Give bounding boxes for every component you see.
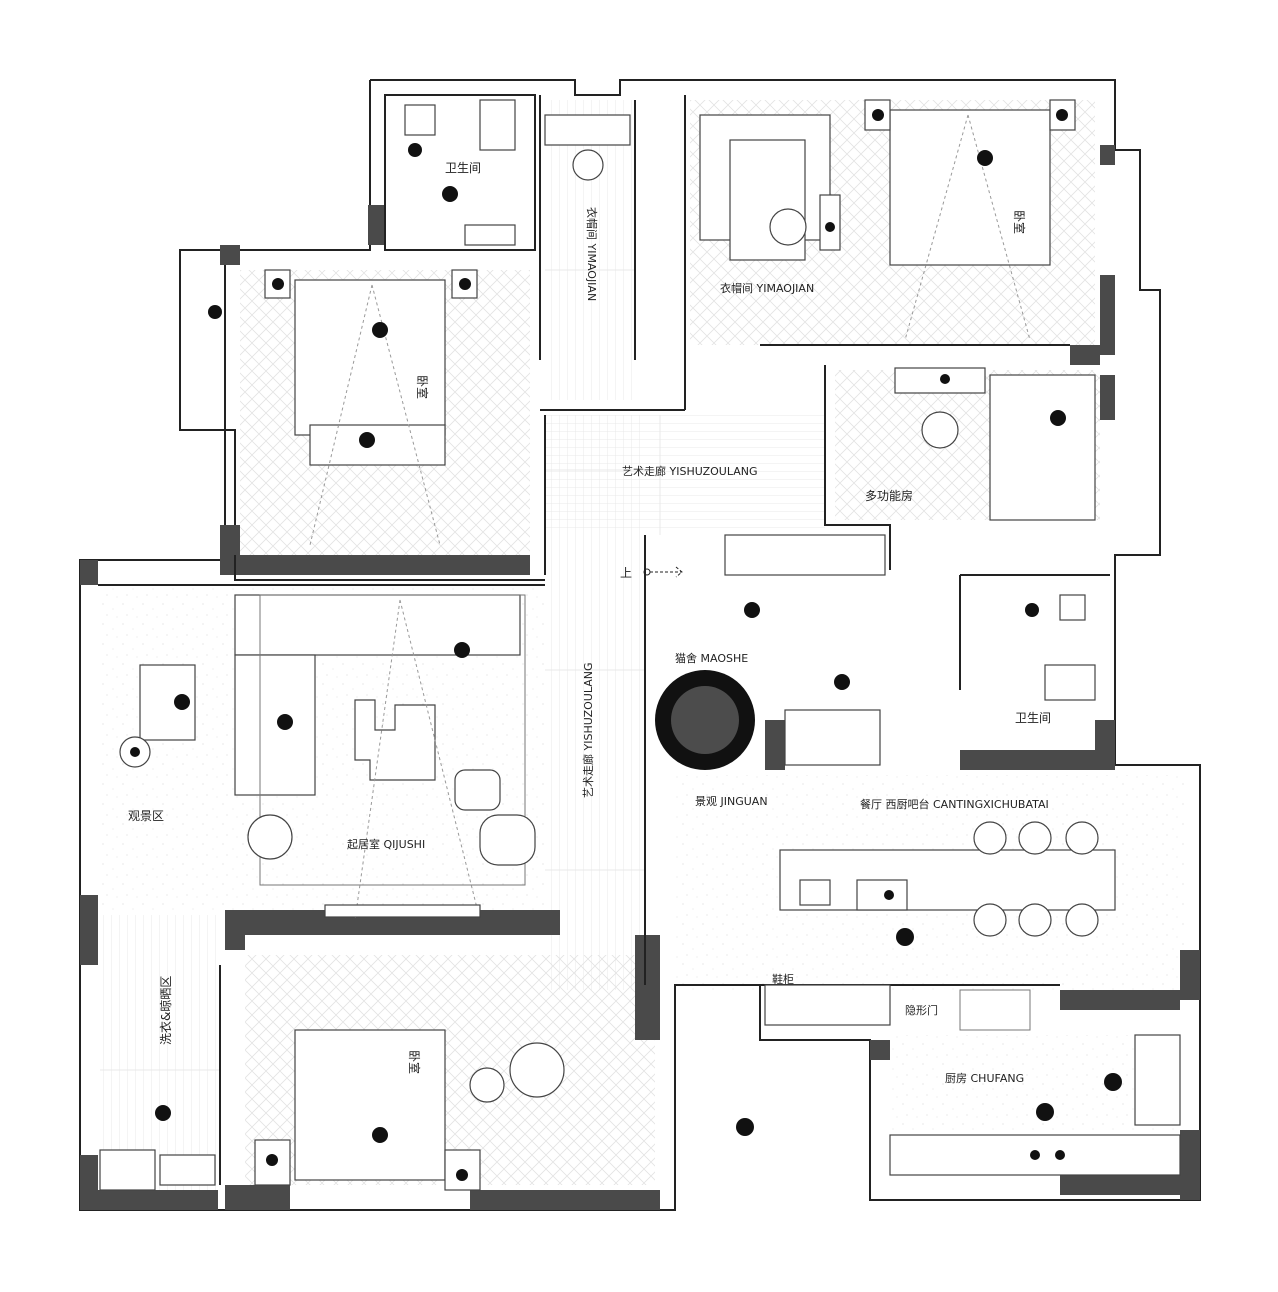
- label-closet-right: 衣帽间 YIMAOJIAN: [720, 281, 814, 295]
- up-arrow: [643, 566, 683, 578]
- sofa: [234, 594, 521, 656]
- label-bathroom-right: 卫生间: [1015, 711, 1051, 725]
- label-bedroom-bottom: 卧室: [407, 1050, 422, 1074]
- label-art-corridor-v: 艺术走廊 YISHUZOULANG: [581, 663, 595, 798]
- label-shoe-cabinet: 鞋柜: [772, 972, 794, 986]
- label-hidden-door: 隐形门: [905, 1003, 938, 1017]
- label-closet-vertical: 衣帽间 YIMAOJIAN: [585, 207, 599, 301]
- label-cat-house: 猫舍 MAOSHE: [675, 651, 748, 665]
- bed-multi: [989, 374, 1096, 521]
- label-laundry: 洗衣&晾晒区: [158, 976, 173, 1045]
- bed-left: [294, 279, 446, 436]
- label-dining: 餐厅 西厨吧台 CANTINGXICHUBATAI: [860, 797, 1049, 811]
- label-bedroom-left: 卧室: [415, 375, 430, 399]
- furniture: [99, 99, 1181, 1191]
- labels: 卫生间 衣帽间 YIMAOJIAN 衣帽间 YIMAOJIAN 卧室 卧室 艺术…: [128, 161, 1051, 1085]
- label-bedroom-top-right: 卧室: [1012, 210, 1027, 234]
- bed-top-right: [889, 109, 1051, 266]
- label-multifunction: 多功能房: [865, 488, 913, 503]
- label-view-area: 观景区: [128, 809, 164, 823]
- label-bathroom-top: 卫生间: [445, 161, 481, 175]
- label-kitchen: 厨房 CHUFANG: [945, 1072, 1024, 1085]
- label-landscape: 景观 JINGUAN: [695, 795, 768, 808]
- bed-bottom: [294, 1029, 446, 1181]
- label-up: 上: [620, 566, 632, 580]
- landscape-tree: [655, 670, 755, 770]
- label-art-corridor-h: 艺术走廊 YISHUZOULANG: [622, 464, 757, 478]
- label-living-room: 起居室 QIJUSHI: [347, 837, 425, 851]
- dining-island: [779, 849, 1116, 911]
